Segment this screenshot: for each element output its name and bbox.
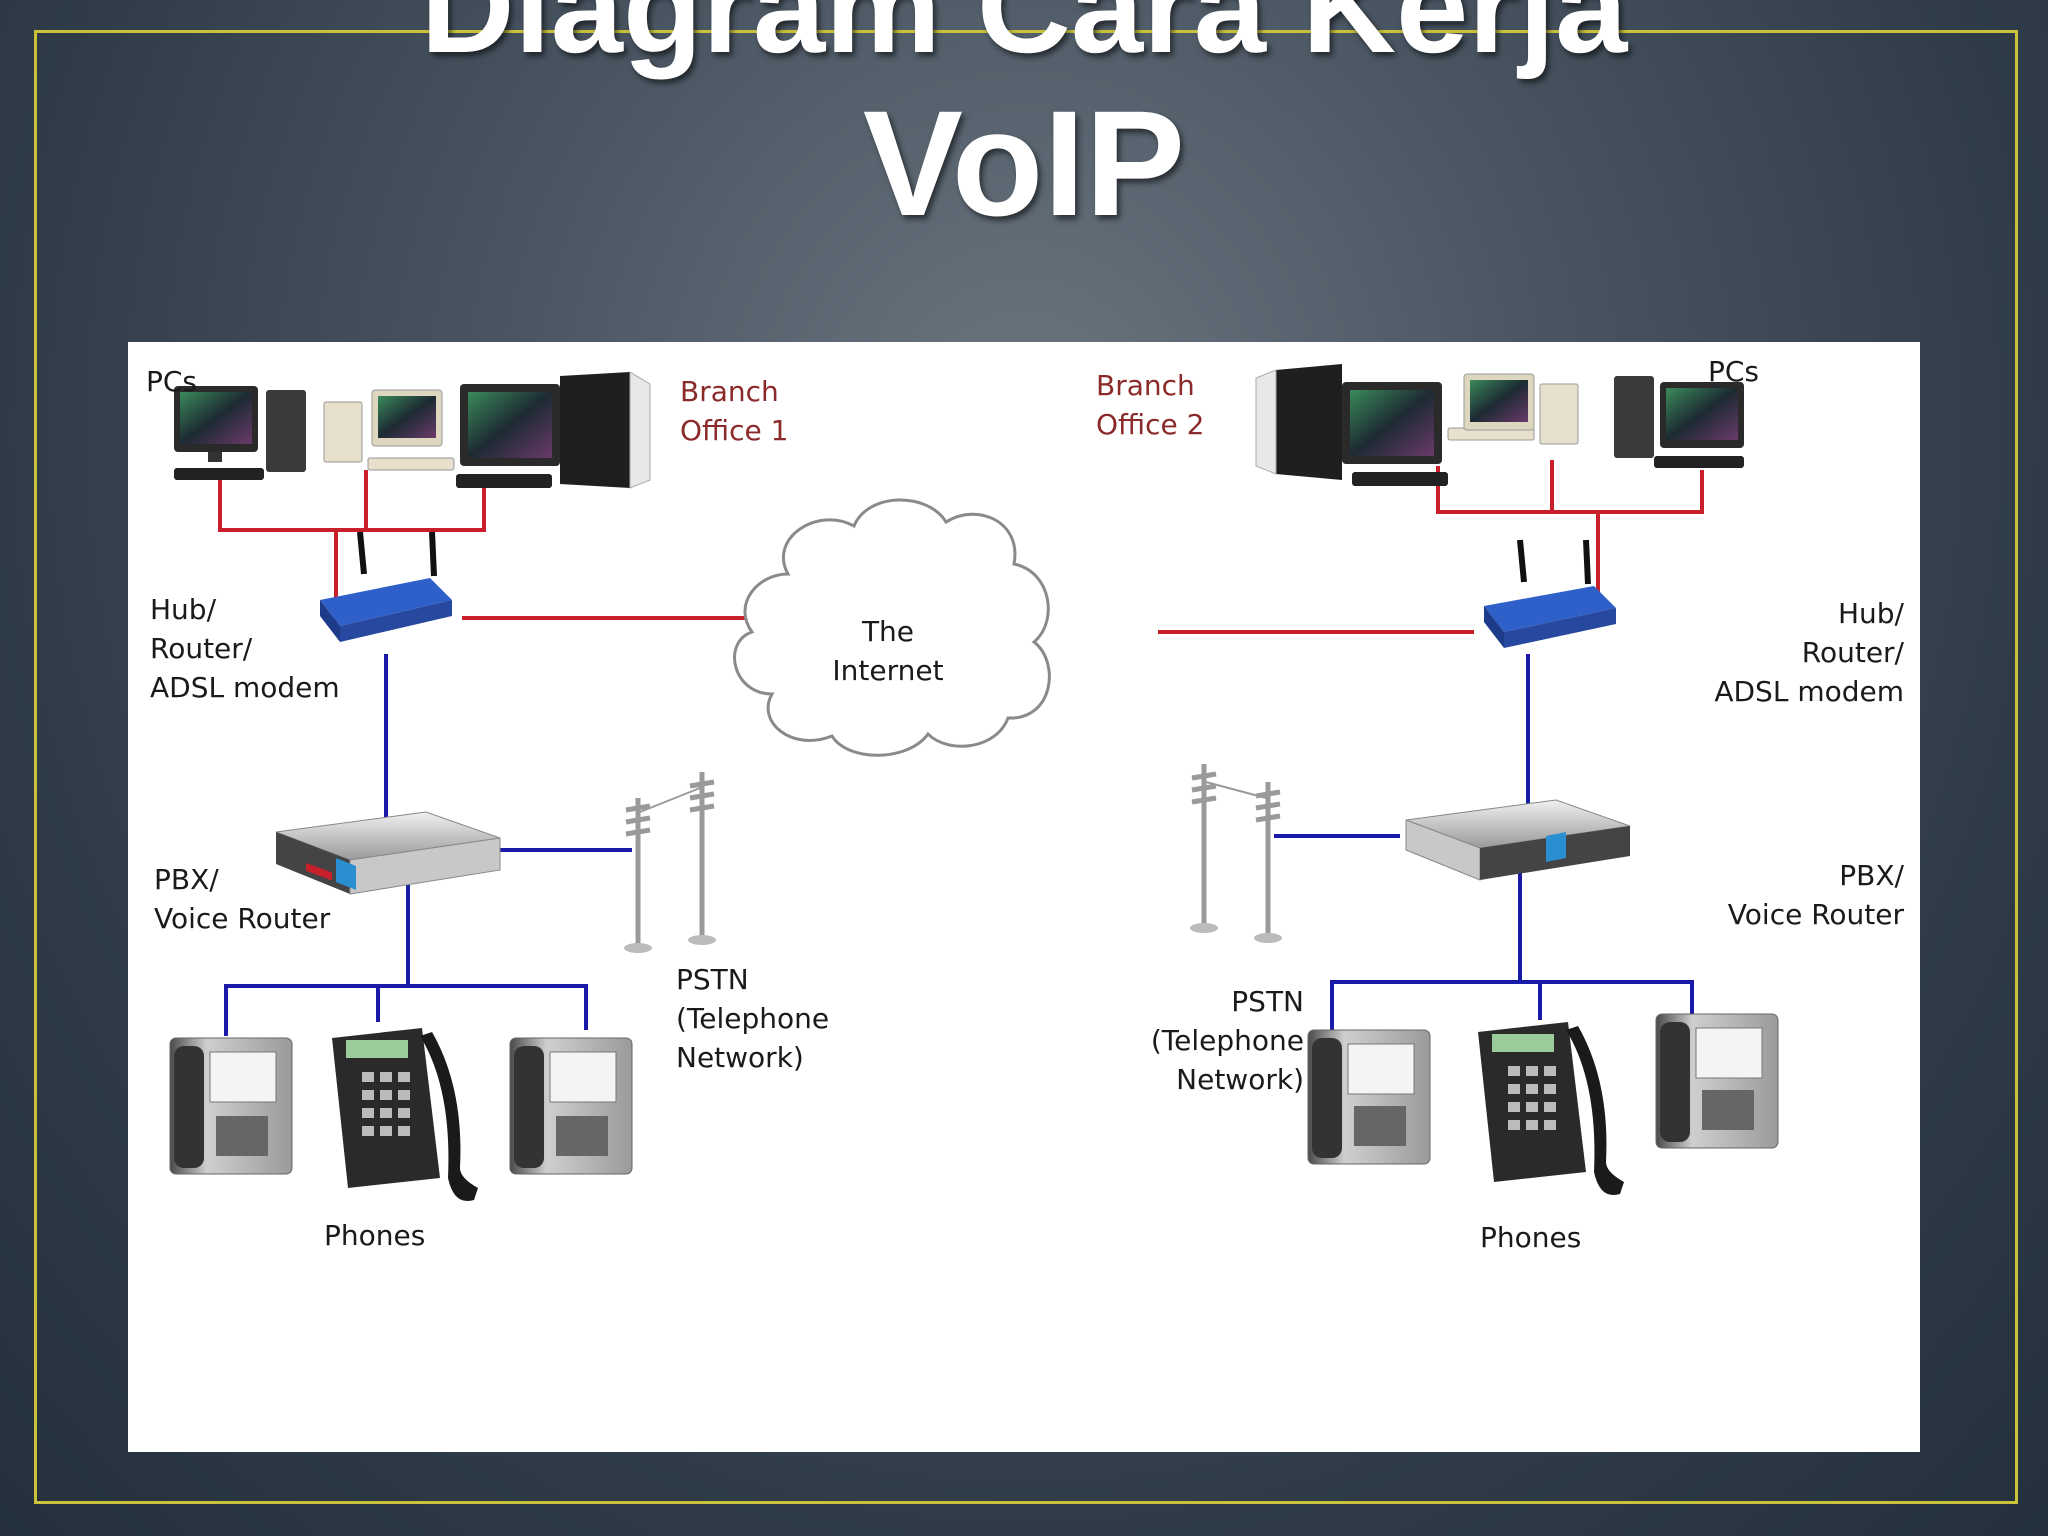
left-pc-1 [174, 386, 306, 480]
left-phones-label: Phones [324, 1219, 426, 1252]
internet-label-line-2: Internet [832, 654, 944, 687]
internet-label: The Internet [818, 612, 958, 690]
right-office-label-line-2: Office 2 [1096, 408, 1205, 441]
left-pstn-label: PSTN (Telephone Network) [676, 960, 829, 1077]
right-router-label-line-2: Router/ [1801, 636, 1904, 669]
left-pstn-label-line-1: PSTN [676, 963, 749, 996]
left-office-label: Branch Office 1 [680, 372, 788, 450]
left-phone-1 [169, 1037, 293, 1175]
left-pstn-label-line-3: Network) [676, 1041, 804, 1074]
right-pbx-label-line-1: PBX/ [1839, 859, 1904, 892]
diagram-graphics [169, 364, 1779, 1202]
right-pcs-label: PCs [1708, 355, 1760, 388]
right-voice-lines [1274, 654, 1694, 1032]
left-pc-3 [456, 371, 651, 489]
right-router-label-line-3: ADSL modem [1714, 675, 1904, 708]
left-router-label: Hub/ Router/ ADSL modem [150, 590, 340, 707]
right-pc-1 [1255, 364, 1448, 486]
left-router-label-line-1: Hub/ [150, 593, 217, 626]
left-voice-lines [224, 654, 632, 1036]
left-router [320, 531, 452, 642]
right-office-label: Branch Office 2 [1096, 366, 1204, 444]
slide-title-line-2: VoIP [862, 79, 1186, 247]
right-pbx-label-line-2: Voice Router [1727, 898, 1904, 931]
right-router-label: Hub/ Router/ ADSL modem [1658, 594, 1904, 711]
right-pstn-label: PSTN (Telephone Network) [1068, 982, 1304, 1099]
internet-cloud [733, 498, 1051, 757]
right-pstn-label-line-3: Network) [1176, 1063, 1304, 1096]
left-pc-2 [323, 389, 455, 471]
slide-title-line-1: Diagram Cara Kerja [420, 0, 1628, 80]
right-pbx [1405, 799, 1631, 881]
right-pstn-label-line-1: PSTN [1231, 985, 1304, 1018]
left-router-label-line-3: ADSL modem [150, 671, 340, 704]
right-phone-2 [1478, 1022, 1624, 1196]
right-phones-label: Phones [1480, 1221, 1582, 1254]
left-phone-3 [509, 1037, 633, 1175]
right-phone-1 [1307, 1029, 1431, 1165]
left-pbx-label-line-2: Voice Router [154, 902, 331, 935]
left-pbx [275, 811, 501, 895]
left-pcs-label: PCs [146, 365, 198, 398]
internet-label-line-1: The [861, 615, 915, 648]
right-pstn-poles [1190, 764, 1282, 943]
left-pbx-label: PBX/ Voice Router [154, 860, 330, 938]
left-pstn-poles [624, 772, 716, 953]
left-pbx-label-line-1: PBX/ [154, 863, 219, 896]
right-pc-2 [1447, 373, 1579, 445]
right-lan-lines [1158, 460, 1704, 634]
right-office-label-line-1: Branch [1096, 369, 1195, 402]
right-pbx-label: PBX/ Voice Router [1658, 856, 1904, 934]
left-office-label-line-2: Office 1 [680, 414, 789, 447]
left-router-label-line-2: Router/ [150, 632, 253, 665]
left-office-label-line-1: Branch [680, 375, 779, 408]
right-router [1484, 539, 1616, 648]
right-router-label-line-1: Hub/ [1837, 597, 1904, 630]
voip-diagram: PCs Branch Office 1 Hub/ Router/ ADSL mo… [128, 342, 1920, 1452]
right-pc-3 [1614, 376, 1744, 468]
slide-frame [34, 30, 2018, 1504]
left-pstn-label-line-2: (Telephone [676, 1002, 830, 1035]
right-phone-3 [1655, 1013, 1779, 1149]
left-phone-2 [332, 1028, 478, 1202]
right-pstn-label-line-2: (Telephone [1150, 1024, 1304, 1057]
